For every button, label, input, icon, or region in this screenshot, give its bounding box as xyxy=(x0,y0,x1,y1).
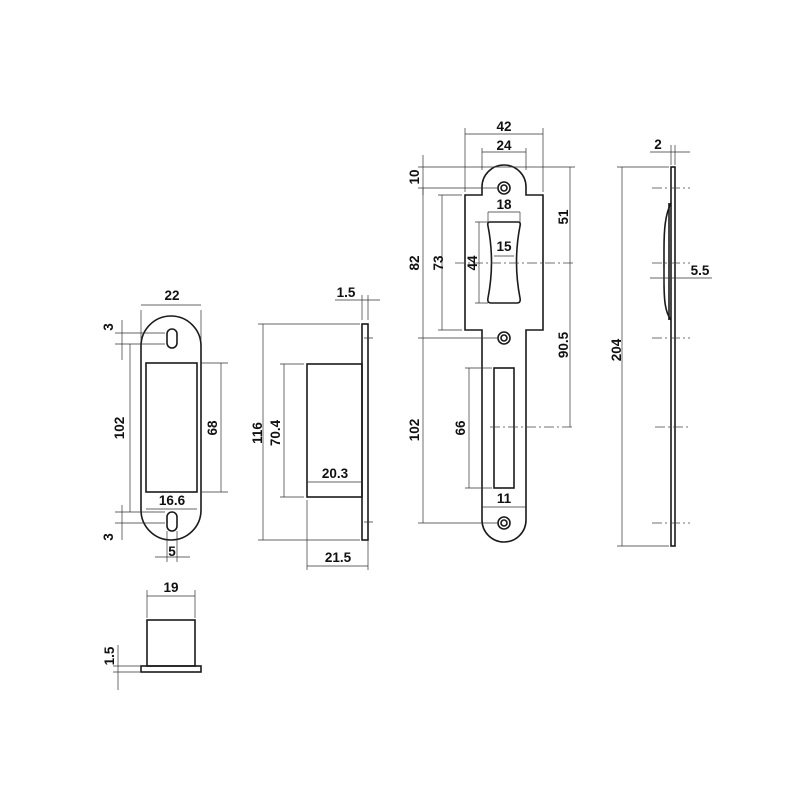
dim-line-window-height xyxy=(475,221,488,304)
dim-lines-vertical xyxy=(115,320,165,540)
dim-upper-hole-spacing: 82 xyxy=(407,255,422,270)
cap-flange xyxy=(140,665,202,673)
dim-line-slot-width xyxy=(155,531,190,562)
dim-line-body-height xyxy=(280,363,304,498)
side-plate xyxy=(670,166,676,547)
strike-plate-front-view: 42 24 10 82 73 18 15 44 51 90.5 102 66 1… xyxy=(407,119,575,543)
dim-line-width xyxy=(140,304,202,340)
dim-thickness: 2 xyxy=(654,137,662,152)
dim-to-center: 51 xyxy=(556,209,571,225)
magnet-side-view: 1.5 116 70.4 20.3 21.5 xyxy=(250,285,380,570)
dim-width: 22 xyxy=(164,288,179,303)
dim-window-height: 44 xyxy=(465,255,480,271)
dim-line-plate-thickness xyxy=(335,295,380,320)
dim-opening-width: 16.6 xyxy=(159,493,186,508)
dim-slot-height: 66 xyxy=(453,420,468,436)
plate-outline xyxy=(140,315,202,541)
dim-overall-length: 204 xyxy=(609,338,624,361)
dim-slot-width: 11 xyxy=(497,491,512,506)
dim-bulge: 5.5 xyxy=(691,263,710,278)
dim-opening-height: 68 xyxy=(205,420,220,436)
dim-center-to-slot: 90.5 xyxy=(556,331,571,358)
cap-view: 19 1.5 xyxy=(102,580,202,690)
reference-lines xyxy=(652,187,690,524)
magnet-plate-front-view: 22 3 102 3 68 16.6 5 xyxy=(101,288,228,562)
dim-line-wide-section xyxy=(438,194,462,331)
dim-slot-top: 3 xyxy=(101,323,116,331)
dim-body-depth: 20.3 xyxy=(322,466,349,481)
dim-width: 42 xyxy=(496,119,511,134)
magnet-opening xyxy=(145,362,198,493)
dim-line-thickness xyxy=(650,145,690,165)
center-lines xyxy=(455,262,575,428)
dim-line-top-offset xyxy=(418,155,575,195)
dim-line-upper-hole-spacing xyxy=(418,188,498,339)
dim-body-height: 70.4 xyxy=(268,419,283,446)
dim-line-bulge xyxy=(650,268,712,285)
dim-flange: 1.5 xyxy=(102,646,117,665)
dim-line-overall-depth xyxy=(306,500,369,570)
dim-window-width: 18 xyxy=(496,197,512,212)
dim-line-width xyxy=(464,128,544,192)
screw-holes xyxy=(497,181,511,530)
strike-plate-side-view: 2 204 5.5 xyxy=(609,137,712,547)
dim-line-lower-hole-spacing xyxy=(418,338,498,524)
dim-slot-bottom: 3 xyxy=(101,533,116,541)
dim-line-flange xyxy=(113,645,140,690)
dim-line-overall-length xyxy=(617,166,669,547)
dim-line-slot-height xyxy=(465,367,492,489)
dim-window-waist: 15 xyxy=(496,239,512,254)
dim-lower-hole-spacing: 102 xyxy=(407,419,422,442)
dim-line-cap-width xyxy=(146,590,196,618)
dim-cap-width: 19 xyxy=(163,580,178,595)
dim-hole-spacing: 102 xyxy=(112,417,127,440)
dim-overall-depth: 21.5 xyxy=(325,550,352,565)
dim-slot-width: 5 xyxy=(168,544,176,559)
strike-outline xyxy=(464,164,544,543)
dim-top-width: 24 xyxy=(496,138,512,153)
dim-plate-thickness: 1.5 xyxy=(337,285,356,300)
dim-top-offset: 10 xyxy=(407,169,422,184)
dim-line-opening-height xyxy=(201,362,228,493)
dim-wide-section: 73 xyxy=(431,255,446,271)
dim-overall-height: 116 xyxy=(250,422,265,444)
side-plate xyxy=(361,323,369,541)
dim-line-window-width xyxy=(487,211,521,222)
dim-line-top-width xyxy=(481,148,527,170)
magnet-body xyxy=(306,363,363,498)
cap-body xyxy=(146,619,196,667)
latch-window xyxy=(486,221,522,304)
top-slot xyxy=(166,328,178,349)
bulge-profile xyxy=(663,202,672,321)
bottom-slot xyxy=(166,511,178,532)
bolt-slot xyxy=(493,367,515,489)
dim-line-overall-height xyxy=(258,323,360,541)
screw-marks xyxy=(364,337,373,523)
